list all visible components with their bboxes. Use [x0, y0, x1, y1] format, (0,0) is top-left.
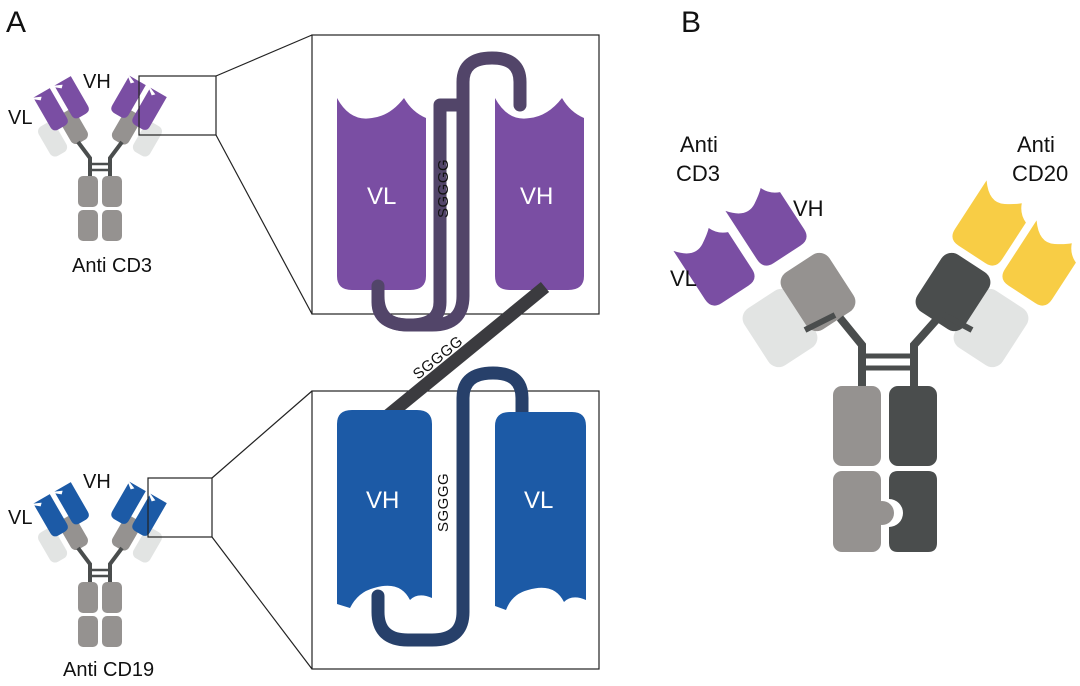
zoom-line-bottom-2	[211, 536, 313, 670]
right-ch3-domain	[889, 471, 937, 552]
mini-antibody-cd3	[33, 75, 167, 243]
mini-cd3-name: Anti CD3	[72, 255, 152, 277]
zoom-box-bottom	[147, 477, 213, 538]
zoom-line-top-1	[215, 34, 313, 77]
mini-cd19-name: Anti CD19	[63, 659, 154, 681]
mini-antibody-cd19	[33, 481, 167, 649]
bottom-scfv-linker-vertical	[371, 405, 470, 647]
mini-cd3-vh-label: VH	[83, 71, 111, 93]
bottom-scfv-upper-linker	[456, 366, 529, 419]
left-ch2-domain	[833, 386, 881, 466]
mini-cd19-vh-label: VH	[83, 471, 111, 493]
left-heavy-chain-ch1	[780, 252, 856, 332]
bottom-scfv-vh-label: VH	[366, 487, 399, 514]
left-vl-domain	[673, 228, 755, 306]
mini-cd19-vl-label: VL	[8, 507, 32, 529]
right-vl-domain	[1002, 220, 1076, 306]
left-light-chain-link	[803, 312, 837, 333]
top-scfv-vh-label: VH	[520, 183, 553, 210]
top-scfv-vh-domain	[495, 98, 584, 290]
mini-cd3-vl-label: VL	[8, 107, 32, 129]
right-vh-domain	[952, 180, 1026, 266]
knob-in-hole	[870, 501, 894, 525]
right-ch2-domain	[889, 386, 937, 466]
bottom-scfv-vh-domain	[337, 410, 432, 608]
right-heavy-chain-ch1	[915, 252, 991, 332]
panel-a-label: A	[6, 6, 26, 39]
panel-b-vl-label: VL	[670, 266, 697, 291]
top-scfv-vl-domain	[337, 98, 426, 290]
bottom-scfv-linker-label: SGGGG	[435, 473, 452, 532]
left-ch3-domain	[833, 471, 881, 552]
right-light-chain-link	[942, 312, 974, 333]
panel-b-left-name-line2: CD3	[676, 161, 720, 186]
top-scfv-upper-linker	[456, 51, 527, 112]
panel-b-vh-label: VH	[793, 196, 824, 221]
right-hinge	[910, 315, 941, 390]
panel-b-left-name-line1: Anti	[680, 132, 718, 157]
left-hinge	[836, 315, 866, 390]
bispecific-antibody	[673, 180, 1076, 552]
panel-b-right-name-line1: Anti	[1017, 132, 1055, 157]
top-scfv-linker-bottom-loop	[371, 279, 470, 332]
zoom-line-bottom-1	[211, 390, 313, 479]
panel-b-label: B	[681, 6, 701, 39]
top-scfv-vl-label: VL	[367, 183, 396, 210]
zoom-line-top-2	[215, 134, 313, 315]
zoom-box-top	[138, 75, 217, 136]
top-scfv-linker-label: SGGGG	[435, 159, 452, 218]
bottom-scfv-vl-domain	[495, 412, 586, 610]
bottom-scfv-vl-label: VL	[524, 487, 553, 514]
middle-linker	[380, 281, 550, 424]
panel-b-right-name-line2: CD20	[1012, 161, 1068, 186]
left-vh-domain	[725, 188, 807, 266]
